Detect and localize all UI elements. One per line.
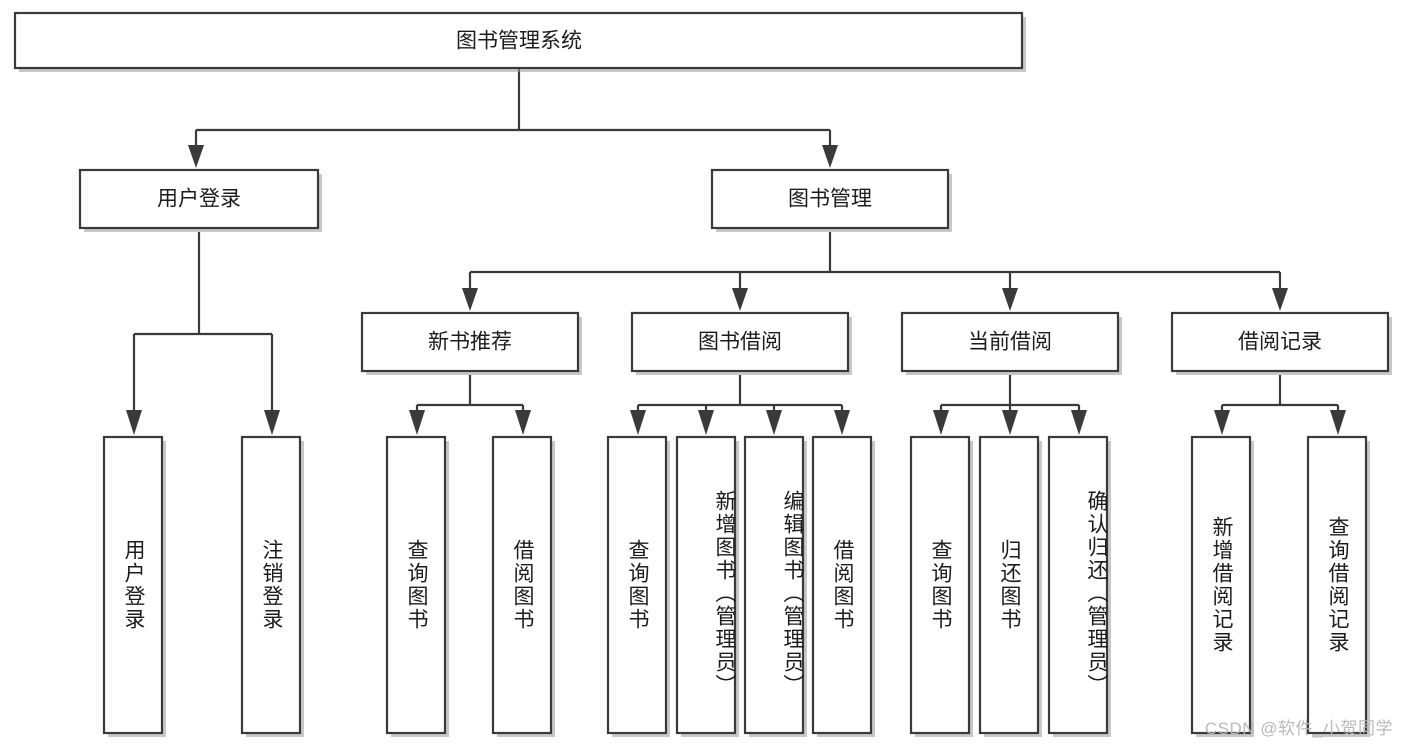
leaf-current-borrow-2-rect[interactable] [978, 435, 1040, 735]
arrow-borrow-leaf-3 [766, 410, 782, 435]
leaf-user-login-1-rect[interactable] [102, 435, 164, 735]
arrow-bookmgmt-child-2 [732, 288, 748, 311]
node-book-management-label: 图书管理 [788, 188, 872, 211]
leaf-user-login-2[interactable] [240, 435, 304, 737]
node-borrow-records-label: 借阅记录 [1238, 331, 1322, 354]
node-borrow-records[interactable]: 借阅记录 [1170, 311, 1392, 375]
leaf-user-login-2-rect[interactable] [240, 435, 302, 735]
node-book-management[interactable]: 图书管理 [710, 168, 952, 232]
connector-group-new-books [409, 375, 531, 435]
arrow-newbooks-leaf-2 [515, 410, 531, 435]
connector-group-book-mgmt [462, 232, 1288, 311]
leaf-book-borrow-2-rect[interactable] [675, 435, 737, 735]
arrow-user-leaf-1 [126, 410, 142, 435]
leaf-borrow-record-2-rect[interactable] [1306, 435, 1368, 735]
leaf-new-book-2-rect[interactable] [491, 435, 553, 735]
leaf-book-borrow-1-rect[interactable] [606, 435, 668, 735]
arrow-current-leaf-3 [1071, 410, 1087, 435]
node-book-borrow-rect[interactable] [630, 311, 850, 373]
arrow-root-to-book [822, 145, 838, 168]
node-book-borrow-label: 图书借阅 [698, 331, 782, 354]
leaf-book-borrow-4[interactable] [811, 435, 875, 737]
node-user-login-label: 用户登录 [157, 188, 241, 211]
connector-group-book-borrow [630, 375, 850, 435]
node-user-login[interactable]: 用户登录 [78, 168, 322, 232]
connector-group-borrow-records [1214, 375, 1346, 435]
node-user-login-rect[interactable] [78, 168, 320, 230]
node-current-borrow-label: 当前借阅 [968, 331, 1052, 354]
node-root-rect[interactable] [13, 11, 1024, 70]
arrow-borrow-leaf-2 [698, 410, 714, 435]
leaf-current-borrow-1-rect[interactable] [909, 435, 971, 735]
arrow-bookmgmt-child-3 [1002, 288, 1018, 311]
csdn-watermark: CSDN @软件_小贺同学 [1204, 719, 1393, 738]
arrow-records-leaf-2 [1330, 410, 1346, 435]
leaf-current-borrow-1[interactable] [909, 435, 973, 737]
arrow-bookmgmt-child-4 [1272, 288, 1288, 311]
node-new-book-recommend-rect[interactable] [360, 311, 580, 373]
node-root-label: 图书管理系统 [456, 30, 582, 53]
arrow-bookmgmt-child-1 [462, 288, 478, 311]
connector-group-root [188, 68, 838, 168]
arrow-borrow-leaf-4 [834, 410, 850, 435]
node-current-borrow[interactable]: 当前借阅 [900, 311, 1122, 375]
leaf-borrow-record-1[interactable] [1190, 435, 1254, 737]
leaf-book-borrow-3[interactable] [743, 435, 807, 737]
arrow-user-leaf-2 [264, 410, 280, 435]
arrow-current-leaf-1 [933, 410, 949, 435]
arrow-current-leaf-2 [1002, 410, 1018, 435]
arrow-root-to-user [188, 145, 204, 168]
arrow-records-leaf-1 [1214, 410, 1230, 435]
leaf-book-borrow-1[interactable] [606, 435, 670, 737]
node-book-management-rect[interactable] [710, 168, 950, 230]
leaf-current-borrow-3-rect[interactable] [1047, 435, 1109, 735]
arrow-borrow-leaf-1 [630, 410, 646, 435]
node-new-book-recommend-label: 新书推荐 [428, 331, 512, 354]
node-book-borrow[interactable]: 图书借阅 [630, 311, 852, 375]
node-current-borrow-rect[interactable] [900, 311, 1120, 373]
node-root[interactable]: 图书管理系统 [13, 11, 1026, 72]
connector-group-user-login [126, 232, 280, 435]
node-new-book-recommend[interactable]: 新书推荐 [360, 311, 582, 375]
connector-group-current-borrow [933, 375, 1087, 435]
leaf-book-borrow-2[interactable] [675, 435, 739, 737]
leaf-current-borrow-3[interactable] [1047, 435, 1111, 737]
leaf-borrow-record-2[interactable] [1306, 435, 1370, 737]
leaf-new-book-2[interactable] [491, 435, 555, 737]
leaf-user-login-1[interactable] [102, 435, 166, 737]
node-borrow-records-rect[interactable] [1170, 311, 1390, 373]
leaf-new-book-1-rect[interactable] [385, 435, 447, 735]
leaf-book-borrow-4-rect[interactable] [811, 435, 873, 735]
leaf-borrow-record-1-rect[interactable] [1190, 435, 1252, 735]
leaf-book-borrow-3-rect[interactable] [743, 435, 805, 735]
leaf-new-book-1[interactable] [385, 435, 449, 737]
arrow-newbooks-leaf-1 [409, 410, 425, 435]
leaf-current-borrow-2[interactable] [978, 435, 1042, 737]
